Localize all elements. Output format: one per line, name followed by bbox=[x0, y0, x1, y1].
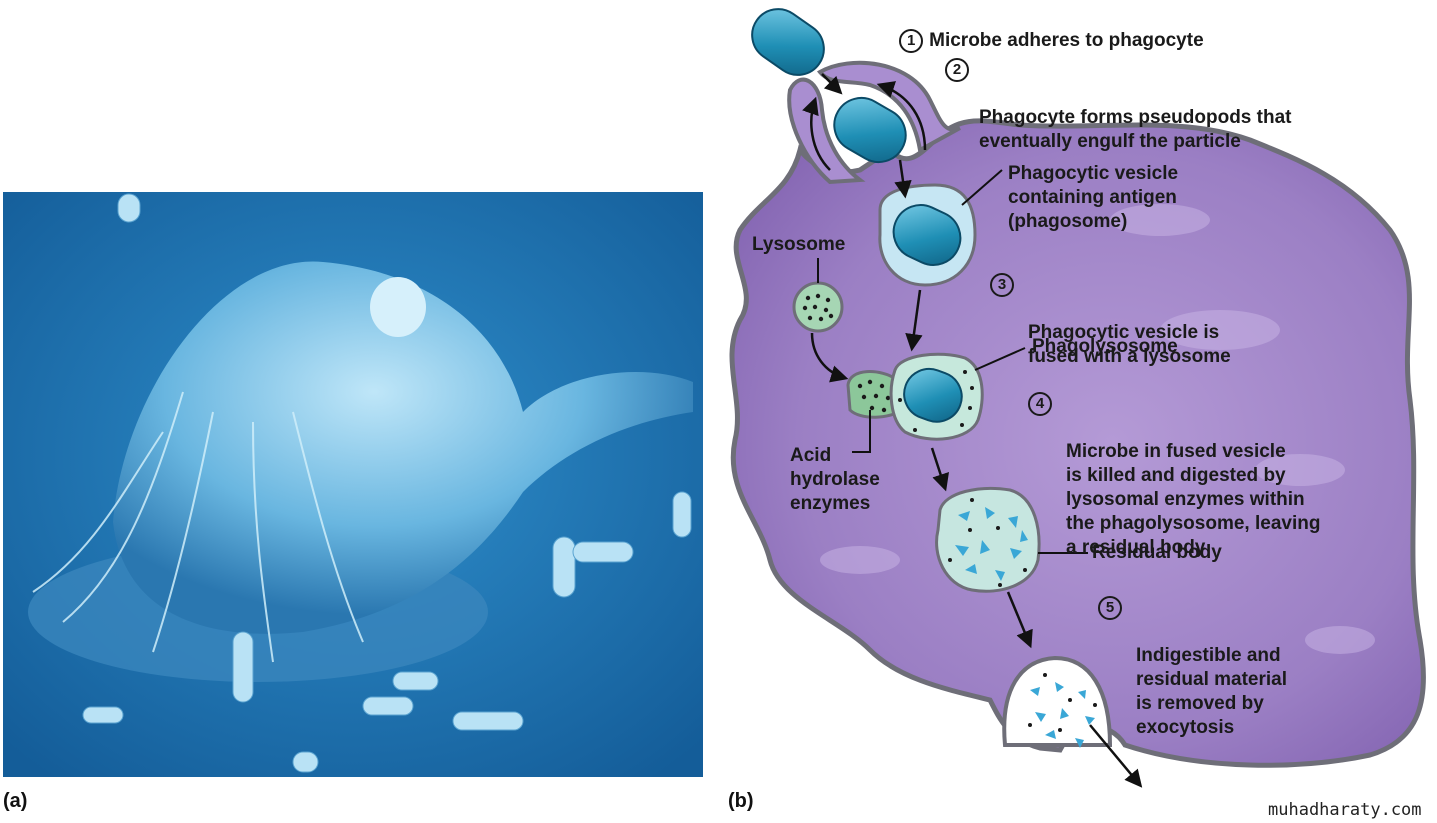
arrow-to-phagosome bbox=[894, 159, 912, 199]
step-1-text: Microbe adheres to phagocyte bbox=[929, 30, 1204, 51]
step-3-text: Phagocytic vesicle is fused with a lysos… bbox=[1028, 322, 1231, 367]
watermark: muhadharaty.com bbox=[1268, 800, 1422, 820]
label-acid-hydrolase: Acid hydrolase enzymes bbox=[790, 445, 880, 514]
arrow-to-exocytosis bbox=[1006, 591, 1033, 649]
step-1-number: 1 bbox=[899, 29, 924, 53]
step-3-number: 3 bbox=[990, 273, 1014, 297]
leader-phagolysosome bbox=[974, 347, 1026, 371]
micrograph-image bbox=[3, 192, 703, 777]
label-lysosome: Lysosome bbox=[752, 234, 846, 255]
leader-acid-hydrolase bbox=[852, 410, 871, 453]
arrow-to-residual bbox=[930, 447, 949, 492]
label-residual-body: Residual body bbox=[1092, 542, 1222, 563]
label-phagosome: Phagocytic vesicle containing antigen (p… bbox=[1008, 163, 1179, 232]
panel-label-b: (b) bbox=[728, 790, 754, 812]
step-5-number: 5 bbox=[1098, 596, 1122, 620]
pseudopod-right bbox=[817, 60, 961, 154]
label-phagolysosome: Phagolysosome bbox=[1032, 336, 1178, 357]
leader-phagosome bbox=[961, 169, 1003, 206]
arrow-pseudopod-right bbox=[876, 81, 927, 151]
step-2-number: 2 bbox=[945, 58, 969, 82]
lysosome bbox=[792, 281, 844, 333]
arrow-exit bbox=[1089, 724, 1143, 788]
arrow-lysosome-fuse bbox=[810, 332, 849, 383]
arrow-pseudopod-left bbox=[802, 96, 831, 171]
step-4-number: 4 bbox=[1028, 392, 1052, 416]
step-5-text: Indigestible and residual material is re… bbox=[1136, 645, 1288, 738]
arrow-adhere bbox=[821, 73, 843, 95]
step-4-text: Microbe in fused vesicle is killed and d… bbox=[1066, 441, 1321, 558]
step-2-text: Phagocyte forms pseudopods that eventual… bbox=[979, 107, 1292, 152]
microbe-engulfed bbox=[833, 97, 907, 163]
panel-label-a: (a) bbox=[3, 790, 28, 812]
phagocytosis-diagram bbox=[729, 8, 1426, 788]
arrow-to-phagolysosome bbox=[905, 289, 923, 352]
microbe-adhering bbox=[751, 8, 825, 76]
